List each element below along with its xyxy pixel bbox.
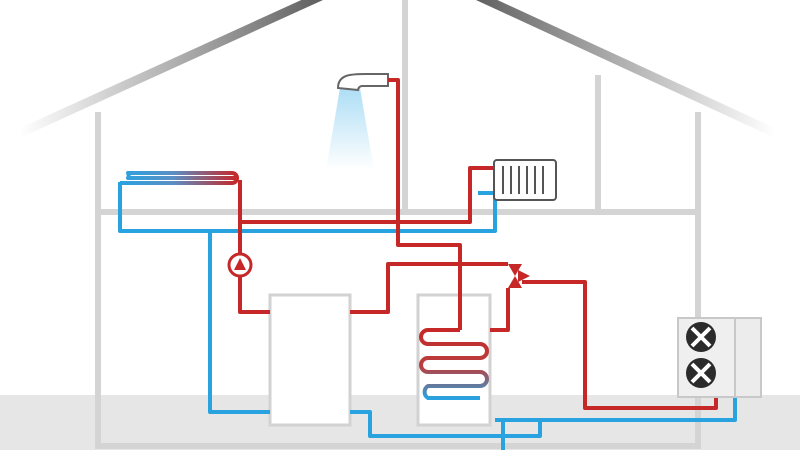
valve-to-cylinder-pipe [490, 288, 510, 332]
radiator-fins [502, 166, 544, 194]
heat-pump-return-pipe [540, 397, 737, 422]
upper-flow-main-pipe [238, 166, 494, 224]
shower-supply-pipe [388, 78, 462, 330]
pump-flow-pipe [238, 222, 270, 314]
underfloor-heating-coil [120, 171, 239, 185]
outdoor-heat-pump [677, 317, 762, 398]
return-main-pipe [208, 231, 270, 414]
valve-triangle-bottom [508, 276, 522, 288]
circulation-pump [227, 252, 253, 278]
fan-cross [690, 326, 712, 348]
valve-triangle-side [518, 270, 530, 282]
shower-head-icon [336, 73, 389, 92]
valve-to-buffer-pipe [350, 262, 508, 314]
buffer-tank [268, 293, 352, 427]
roof [18, 0, 777, 138]
ground [0, 395, 800, 450]
valve-triangle-top [508, 264, 522, 276]
radiator-body [493, 159, 557, 201]
radiator-icon [493, 159, 557, 201]
shower-light-beam [326, 88, 374, 170]
shower [326, 73, 389, 170]
fan-icon [686, 358, 716, 388]
hot-flow-pipes [238, 78, 718, 410]
cylinder-heating-coil [419, 328, 489, 400]
tank-bottom-return-pipe [350, 410, 542, 438]
fan-icon [686, 322, 716, 352]
fan-cross [690, 362, 712, 384]
pump-arrow [234, 258, 246, 270]
heat-pump-housing-side [732, 317, 762, 398]
house-walls [95, 112, 701, 449]
three-way-valve [508, 264, 530, 288]
heat-pump-flow-pipe [522, 280, 718, 410]
underfloor-return-pipe [118, 182, 497, 233]
cold-return-pipes [118, 182, 737, 450]
